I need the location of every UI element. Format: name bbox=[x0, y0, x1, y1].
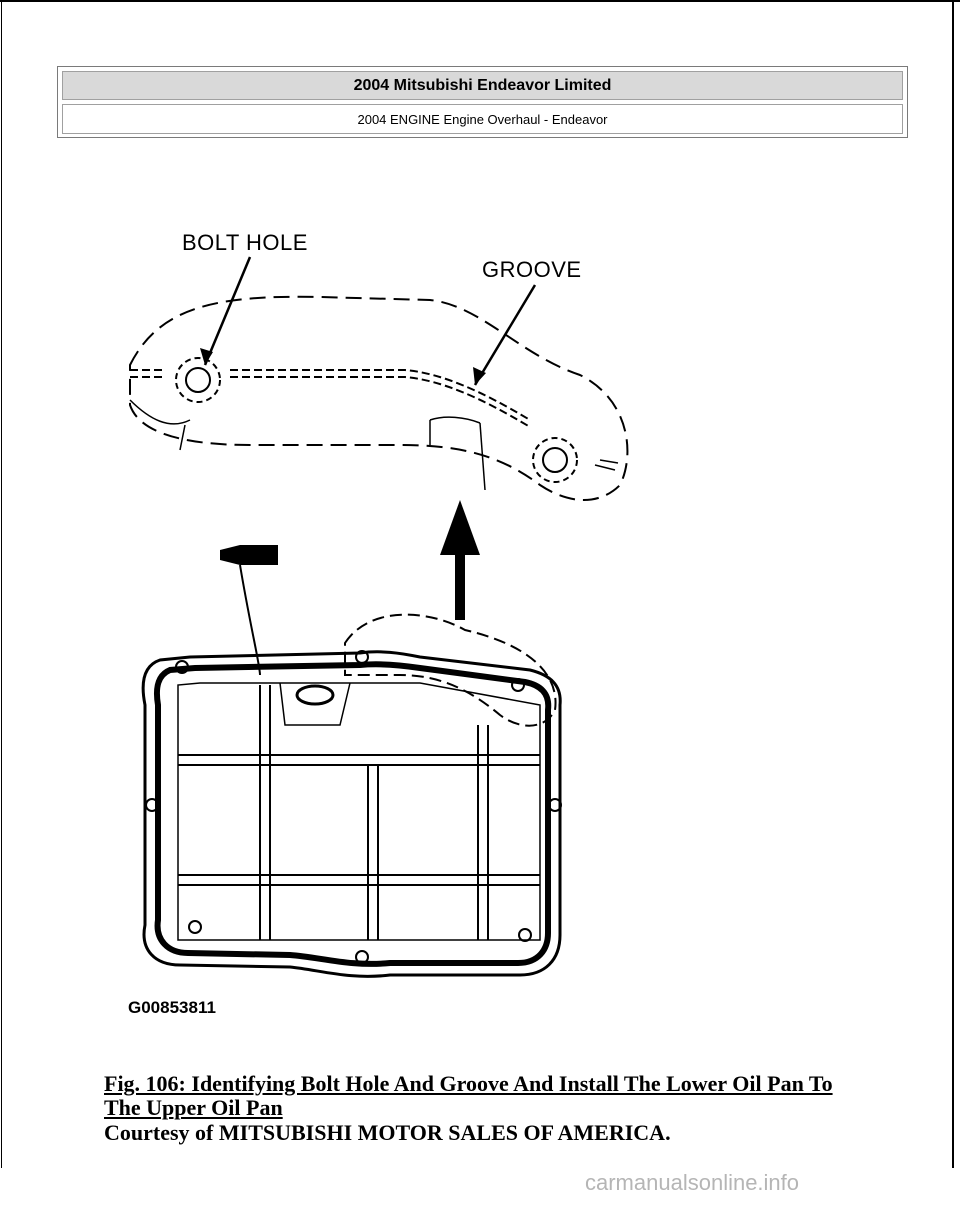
left-rule bbox=[1, 0, 2, 1168]
groove-label: GROOVE bbox=[482, 257, 582, 282]
detail-view bbox=[129, 295, 629, 501]
oil-pan-diagram: BOLT HOLE GROOVE bbox=[128, 230, 629, 1017]
bolt-hole-arrowhead bbox=[200, 348, 213, 365]
figure-credit: Courtesy of MITSUBISHI MOTOR SALES OF AM… bbox=[104, 1120, 671, 1145]
right-rule bbox=[952, 0, 954, 1168]
bolt-hole-label: BOLT HOLE bbox=[182, 230, 308, 255]
install-direction-arrow bbox=[440, 500, 480, 620]
document-header: 2004 Mitsubishi Endeavor Limited 2004 EN… bbox=[57, 66, 908, 138]
lower-oil-pan bbox=[141, 650, 562, 978]
page-frame bbox=[0, 0, 960, 2]
section-title: 2004 ENGINE Engine Overhaul - Endeavor bbox=[62, 104, 903, 134]
groove-arrowhead bbox=[473, 367, 486, 385]
figure-caption-title: Fig. 106: Identifying Bolt Hole And Groo… bbox=[104, 1071, 833, 1120]
sealant-tube-icon bbox=[220, 545, 278, 676]
zoom-region bbox=[344, 613, 557, 727]
figure-id: G00853811 bbox=[128, 998, 216, 1017]
site-watermark: carmanualsonline.info bbox=[585, 1170, 800, 1195]
oil-pan-figure: BOLT HOLE GROOVE bbox=[100, 205, 660, 1035]
bolt-hole-leader bbox=[203, 256, 252, 366]
vehicle-title: 2004 Mitsubishi Endeavor Limited bbox=[62, 71, 903, 100]
